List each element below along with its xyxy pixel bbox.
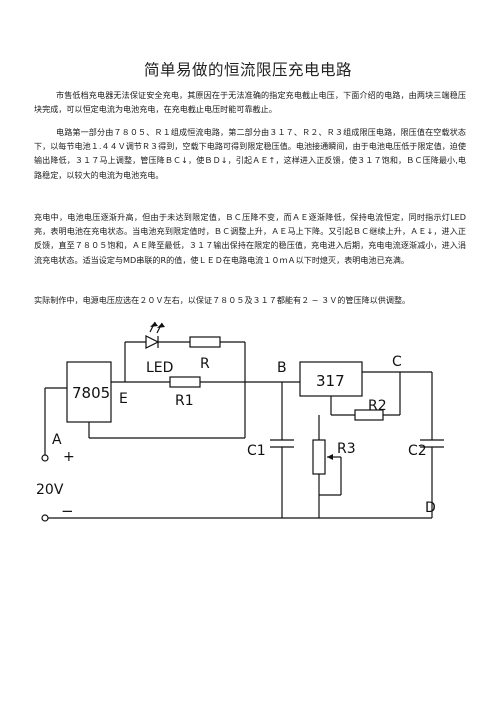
node-c-label: C: [392, 354, 402, 370]
terminal-a: [41, 454, 49, 462]
paragraph-practice: 实际制作中，电源电压应选在２０Ｖ左右，以保证７８０５及３１７都能有２ ~ ３Ｖ的…: [34, 295, 411, 305]
c1-label: C1: [247, 443, 266, 459]
paragraph-charging: 充电中，电池电压逐渐升高，但由于未达到限定值，ＢＣ压降不变，而ＡＥ逐渐降低，保持…: [34, 212, 466, 265]
node-e-label: E: [119, 391, 128, 407]
potentiometer-r3: [312, 439, 326, 475]
voltage-label: 20V: [36, 482, 64, 498]
c2-label: C2: [408, 443, 427, 459]
minus-label: −: [61, 502, 74, 520]
ic2-label: 317: [316, 372, 345, 390]
paragraph-principle: 电路第一部分由７８０５、Ｒ１组成恒流电路，第二部分由３１７、Ｒ２、Ｒ３组成限压电…: [34, 127, 466, 180]
resistor-r: [189, 336, 221, 348]
page-title: 简单易做的恒流限压充电电路: [143, 61, 352, 79]
ic1-label: 7805: [72, 384, 110, 402]
paragraph-intro: 市售低档充电器无法保证安全充电，其原因在于无法准确的指定充电截止电压，下面介绍的…: [34, 90, 466, 115]
r-label: R: [200, 356, 210, 372]
node-d-label: D: [425, 500, 436, 516]
r2-label: R2: [368, 398, 387, 414]
led-diode: [145, 335, 160, 349]
node-a-label: A: [52, 432, 62, 448]
plus-label: +: [63, 449, 75, 465]
terminal-ground: [41, 514, 49, 522]
circuit-schematic: 7805 317 LED R R1 R2 R3 C1 C2 A B C D E …: [36, 321, 444, 522]
r1-label: R1: [175, 393, 194, 409]
resistor-r1: [169, 376, 201, 388]
r3-label: R3: [337, 441, 356, 457]
node-b-label: B: [277, 360, 287, 376]
led-label: LED: [146, 360, 173, 376]
